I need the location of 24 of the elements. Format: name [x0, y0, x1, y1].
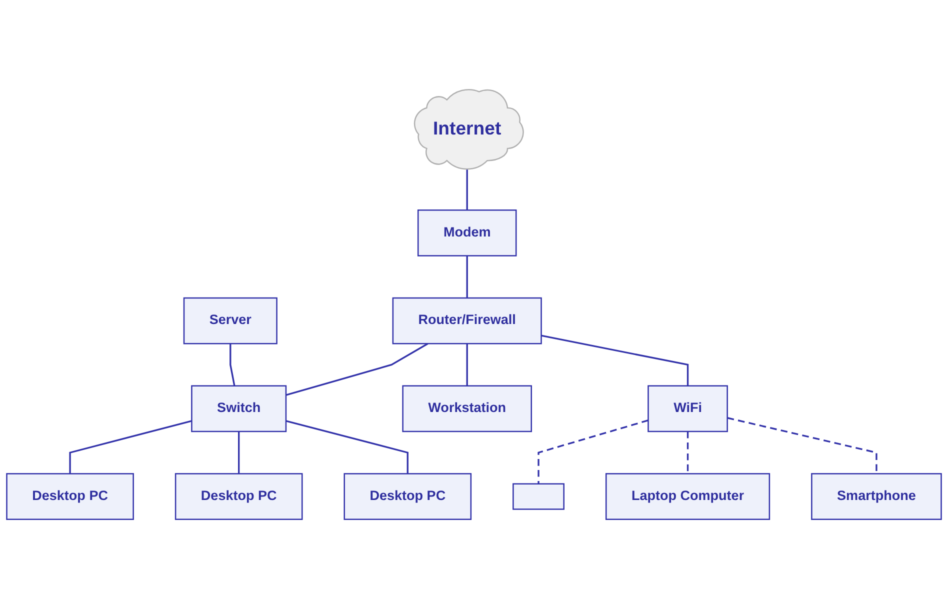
connector — [727, 417, 878, 474]
connector — [466, 168, 468, 210]
node-box: Modem — [417, 209, 517, 256]
connector — [466, 344, 468, 386]
connector — [238, 431, 240, 474]
node-box: Smartphone — [811, 473, 942, 520]
connector — [541, 334, 689, 386]
node-box: Router/Firewall — [392, 297, 542, 344]
connector — [686, 431, 689, 474]
node-box: Desktop PC — [344, 473, 472, 520]
node-box: Laptop Computer — [605, 473, 770, 520]
node-box: Desktop PC — [174, 473, 303, 520]
connector — [466, 256, 468, 298]
node-box: Switch — [191, 385, 287, 432]
node-box: Workstation — [402, 385, 532, 432]
connector — [230, 344, 236, 386]
node-box: WiFi — [648, 385, 728, 432]
node-box: Desktop PC — [6, 473, 134, 520]
node-box — [512, 483, 564, 510]
connector — [69, 420, 192, 474]
connector — [538, 420, 648, 484]
connector — [286, 420, 408, 474]
node-box: Server — [183, 297, 278, 344]
connector — [286, 342, 428, 396]
